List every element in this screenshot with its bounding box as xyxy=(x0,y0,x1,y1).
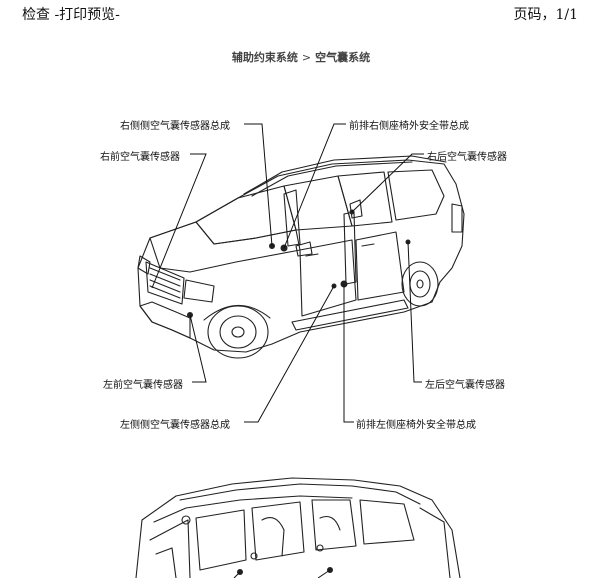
breadcrumb-section[interactable]: 辅助约束系统 xyxy=(231,51,298,64)
rear-side-window xyxy=(337,171,393,227)
label-right-rear-airbag-sensor: 右后空气囊传感器 xyxy=(427,152,507,163)
label-front-left-seatbelt: 前排左侧座椅外安全带总成 xyxy=(356,420,476,431)
side-mirror xyxy=(295,241,313,257)
right-seatbelt-retractor xyxy=(283,189,301,247)
label-right-front-airbag-sensor: 右前空气囊传感器 xyxy=(100,152,180,163)
headlight-right xyxy=(137,255,151,275)
breadcrumb: 辅助约束系统>空气囊系统 xyxy=(0,49,602,65)
label-front-right-seatbelt: 前排右侧座椅外安全带总成 xyxy=(349,121,469,132)
tail-lamp xyxy=(451,203,463,233)
label-right-side-airbag-sensor: 右侧侧空气囊传感器总成 xyxy=(120,121,230,132)
hood xyxy=(149,221,301,273)
rear-wheel xyxy=(401,261,439,307)
label-left-side-airbag-sensor: 左侧侧空气囊传感器总成 xyxy=(120,420,230,431)
front-door xyxy=(299,239,357,317)
leader-front-right-seatbelt xyxy=(283,123,346,249)
leader-left-rear-sensor xyxy=(407,241,422,383)
breadcrumb-page: 空气囊系统 xyxy=(315,51,371,64)
label-left-rear-airbag-sensor: 左后空气囊传感器 xyxy=(425,380,505,391)
front-bumper xyxy=(139,301,191,339)
print-preview-title: 检查 -打印预览- xyxy=(22,7,120,23)
leader-right-rear-sensor xyxy=(351,153,424,213)
breadcrumb-separator: > xyxy=(301,51,312,64)
side-step xyxy=(291,299,409,331)
page-counter: 页码，1/1 xyxy=(513,7,578,23)
windshield xyxy=(195,185,297,245)
leader-left-front-sensor xyxy=(189,314,207,383)
leader-front-left-seatbelt xyxy=(343,284,354,423)
front-wheel xyxy=(207,305,269,359)
suv-interior-view xyxy=(135,477,461,578)
roof-rail xyxy=(243,155,447,195)
leader-left-side-sensor xyxy=(244,285,335,423)
headlight-left xyxy=(183,279,215,303)
leader-right-front-sensor xyxy=(151,153,207,289)
grille xyxy=(145,261,185,305)
label-left-front-airbag-sensor: 左前空气囊传感器 xyxy=(103,380,183,391)
leader-right-side-sensor xyxy=(244,123,273,247)
rear-door xyxy=(355,231,405,301)
quarter-window xyxy=(387,169,445,221)
